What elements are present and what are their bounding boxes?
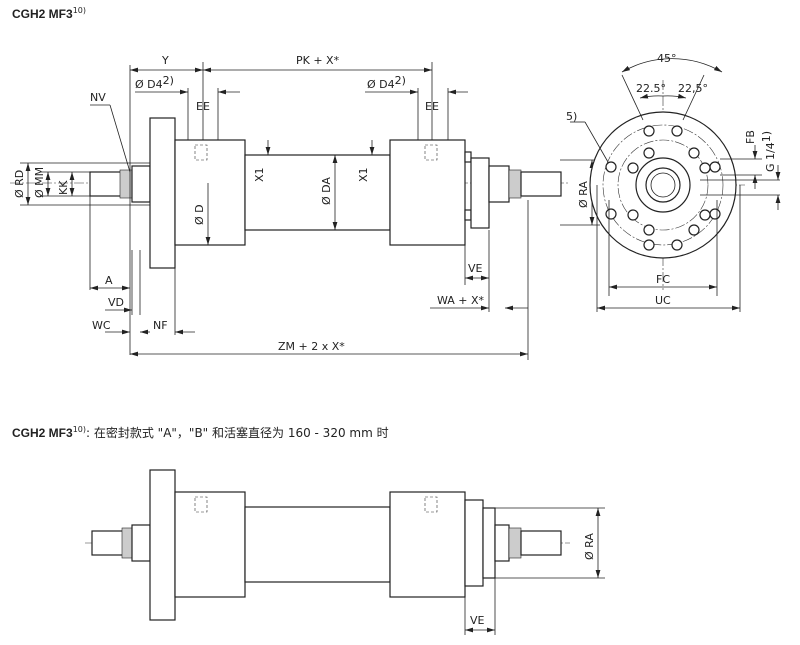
dim-fb: FB [744,130,757,144]
angle-22-5-left: 22.5° [636,82,666,95]
cap-block [389,139,466,246]
dim-d4-cap: Ø D42) [367,74,406,91]
cylinder-side-view-variant: Ø RA VE [85,469,605,635]
dim-ra-variant: Ø RA [583,533,596,560]
dim-kk: KK [57,180,70,195]
head-block [174,139,246,246]
dim-x1-head: X1 [253,167,266,182]
dim-wc: WC [92,319,111,332]
dim-ee-cap: EE [425,100,439,113]
dim-vd: VD [108,296,124,309]
angle-45: 45° [657,52,677,65]
dim-ee-head: EE [196,100,210,113]
drawing-title-bottom: CGH2 MF310): 在密封款式 "A"，"B" 和活塞直径为 160 - … [12,424,389,441]
dim-g: G 1/41) [760,131,777,172]
rear-rod-thread [520,171,562,197]
cylinder-end-view: 45° 22.5° 22,5° 5) FB G 1/41) FC UC [566,52,781,312]
drawing-title-top: CGH2 MF310) [12,6,86,21]
title-text: CGH2 MF3 [12,426,73,440]
cylinder-side-view: Y PK + X* Ø D42) Ø D42) EE EE NV Ø RD Ø … [10,54,600,360]
dim-ve: VE [468,262,483,275]
label-nv: NV [90,91,106,104]
footnote-5: 5) [566,110,577,123]
dim-d: Ø D [193,204,206,225]
mounting-flange [149,117,176,269]
dim-mm: Ø MM [33,167,46,198]
dim-d4-head: Ø D42) [135,74,174,91]
dim-wa: WA + X* [437,294,485,307]
angle-22-5-right: 22,5° [678,82,708,95]
dim-x1-cap: X1 [357,167,370,182]
title-footnote: 10) [72,6,86,15]
dim-a: A [105,274,113,287]
title-footnote: 10) [72,425,86,434]
dim-y: Y [161,54,169,67]
dim-ve-variant: VE [470,614,485,627]
dim-uc: UC [655,294,671,307]
dim-rd: Ø RD [13,170,26,198]
dim-pk: PK + X* [296,54,340,67]
title-text: CGH2 MF3 [12,7,73,21]
dim-ra: Ø RA [577,181,590,208]
dim-zm: ZM + 2 x X* [278,340,345,353]
dim-da: Ø DA [320,177,333,205]
dim-nf: NF [153,319,168,332]
dim-fc: FC [656,273,670,286]
cylinder-tube [244,154,391,231]
title-suffix: : 在密封款式 "A"，"B" 和活塞直径为 160 - 320 mm 时 [86,426,389,440]
